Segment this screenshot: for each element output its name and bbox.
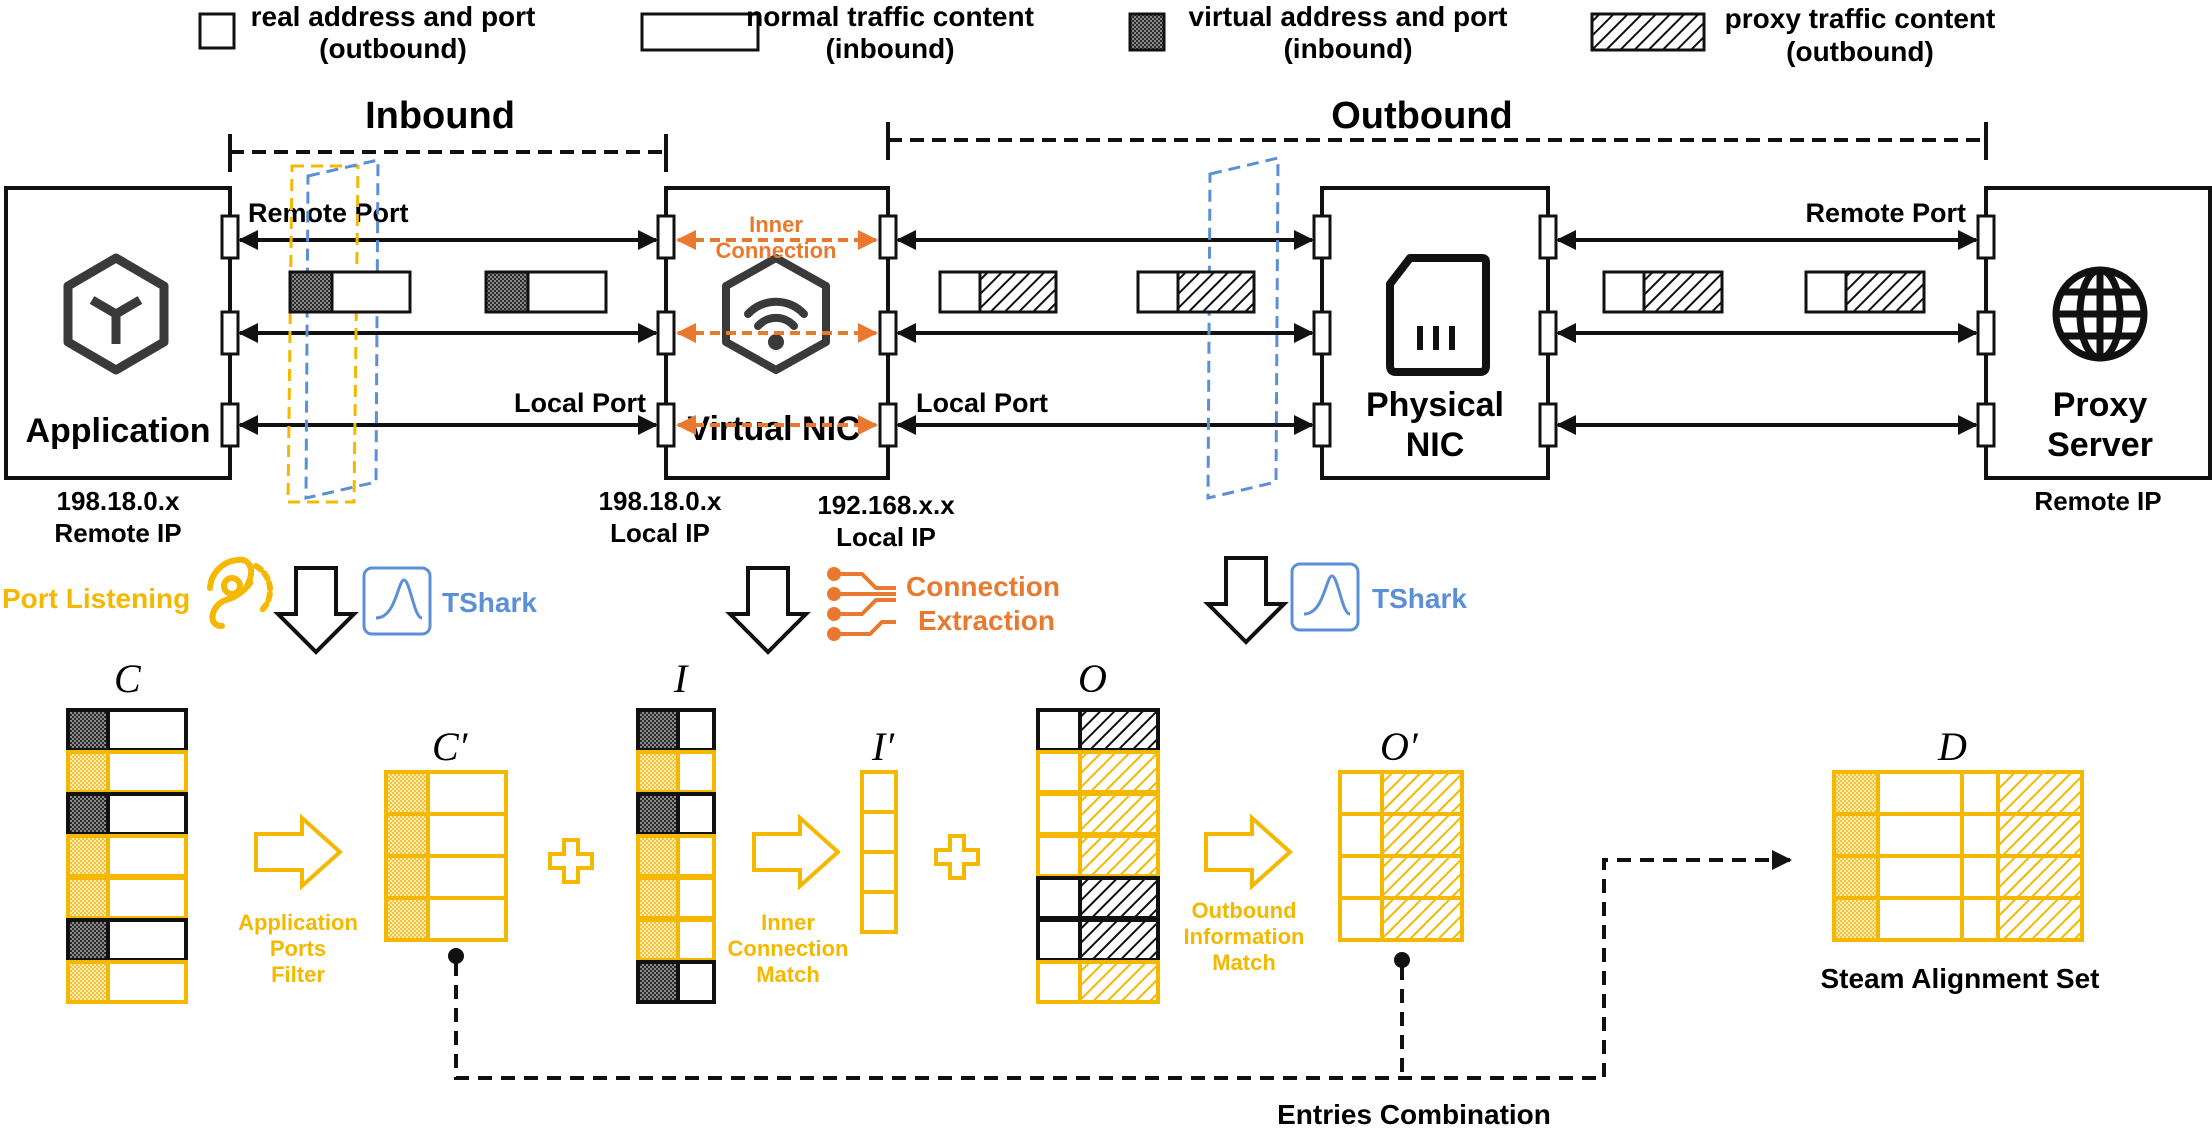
legend-normal-swatch	[640, 12, 760, 52]
set-c-label: C	[114, 656, 142, 701]
legend-virtual-swatch	[1128, 12, 1166, 52]
legend-proxy-swatch	[1590, 12, 1706, 52]
inner-connection-label-2: Connection	[716, 238, 837, 263]
inner-match-label-1: Inner	[761, 910, 815, 935]
set-o-prime-label: O′	[1380, 724, 1419, 769]
port-markers	[220, 214, 1996, 448]
tshark-plane-outbound	[1206, 156, 1280, 500]
pnic-ip: 192.168.x.x	[817, 490, 955, 520]
tshark-plane-inbound	[304, 158, 380, 500]
legend: real address and port (outbound) normal …	[198, 1, 1996, 67]
arrow-right-1	[254, 813, 343, 891]
app-ip: 198.18.0.x	[57, 486, 180, 516]
legend-virtual-sub: (inbound)	[1283, 33, 1412, 64]
arrow-right-3	[1204, 813, 1293, 891]
virtual-nic-label: Virtual NIC	[687, 410, 860, 448]
remote-port-label-inbound: Remote Port	[248, 198, 409, 228]
inbound-bracket	[228, 134, 668, 172]
legend-real-sub: (outbound)	[319, 33, 467, 64]
app-filter-label-3: Filter	[271, 962, 325, 987]
arrow-down-2	[725, 566, 811, 655]
application-icon	[63, 253, 169, 375]
sim-card-icon	[1386, 254, 1490, 376]
inbound-title: Inbound	[365, 95, 515, 137]
tshark-icon-1	[362, 566, 432, 636]
inner-connection-arrows	[676, 230, 878, 435]
set-o-label: O	[1078, 656, 1107, 701]
set-d-label: D	[1937, 724, 1967, 769]
plus-icon-2	[934, 834, 980, 880]
outbound-title: Outbound	[1331, 95, 1512, 137]
set-c-prime-table	[384, 770, 508, 942]
connection-extraction-label-1: Connection	[906, 571, 1060, 602]
set-c-prime-label: C′	[432, 724, 469, 769]
legend-real-label: real address and port	[251, 1, 536, 32]
remote-port-label-outbound: Remote Port	[1805, 198, 1966, 228]
set-i-prime-table	[860, 770, 898, 934]
proxy-server-label-2: Server	[2047, 426, 2153, 464]
set-d-table	[1832, 770, 2084, 942]
arrow-down-1	[273, 566, 359, 655]
proxy-server-label-1: Proxy	[2053, 386, 2148, 424]
port-listening-plane	[286, 164, 360, 504]
tshark-label-1: TShark	[442, 587, 537, 618]
legend-proxy-label: proxy traffic content	[1725, 3, 1996, 34]
physical-nic-label-2: NIC	[1406, 426, 1465, 464]
legend-normal-sub: (inbound)	[825, 33, 954, 64]
legend-normal-label: normal traffic content	[746, 1, 1034, 32]
plus-icon-1	[548, 838, 594, 884]
entries-combination-label: Entries Combination	[1277, 1099, 1551, 1129]
vnic-ip-label: Local IP	[610, 518, 710, 548]
legend-proxy-sub: (outbound)	[1786, 36, 1934, 67]
port-listening-label: Port Listening	[2, 583, 190, 614]
legend-real-swatch	[198, 12, 236, 50]
outbound-match-label-2: Information	[1184, 924, 1305, 949]
pnic-ip-label: Local IP	[836, 522, 936, 552]
arrow-right-2	[752, 813, 841, 891]
physical-nic-label-1: Physical	[1366, 386, 1504, 424]
o-prime-connector-dot	[1394, 952, 1410, 968]
app-filter-label-1: Application	[238, 910, 358, 935]
arrow-down-3	[1203, 556, 1289, 645]
application-label: Application	[25, 412, 210, 450]
outbound-bracket	[886, 122, 1988, 160]
globe-icon	[2052, 266, 2148, 362]
packets	[288, 270, 1926, 314]
connection-arrows	[238, 230, 1978, 435]
app-ip-label: Remote IP	[54, 518, 181, 548]
inner-connection-label-1: Inner	[749, 212, 803, 237]
set-c-table	[66, 708, 188, 1004]
local-port-label-outbound: Local Port	[916, 388, 1048, 418]
inner-match-label-3: Match	[756, 962, 820, 987]
connection-extraction-label-2: Extraction	[918, 605, 1055, 636]
set-o-table	[1036, 708, 1160, 1004]
set-i-prime-label: I′	[871, 724, 895, 769]
circuit-icon	[827, 567, 896, 641]
c-prime-connector-dot	[448, 948, 464, 964]
local-port-label-inbound: Local Port	[514, 388, 646, 418]
set-o-prime-table	[1338, 770, 1464, 942]
app-filter-label-2: Ports	[270, 936, 326, 961]
legend-virtual-label: virtual address and port	[1189, 1, 1508, 32]
outbound-match-label-1: Outbound	[1191, 898, 1296, 923]
set-i-table	[636, 708, 716, 1004]
tshark-icon-2	[1290, 562, 1360, 632]
proxy-ip-label: Remote IP	[2034, 486, 2161, 516]
inner-match-label-2: Connection	[728, 936, 849, 961]
outbound-match-label-3: Match	[1212, 950, 1276, 975]
vnic-ip: 198.18.0.x	[599, 486, 722, 516]
ear-icon	[207, 556, 274, 629]
set-i-label: I	[673, 656, 689, 701]
alignment-set-label: Steam Alignment Set	[1820, 963, 2099, 994]
tshark-label-2: TShark	[1372, 583, 1467, 614]
entries-combination-path	[454, 850, 1792, 1080]
